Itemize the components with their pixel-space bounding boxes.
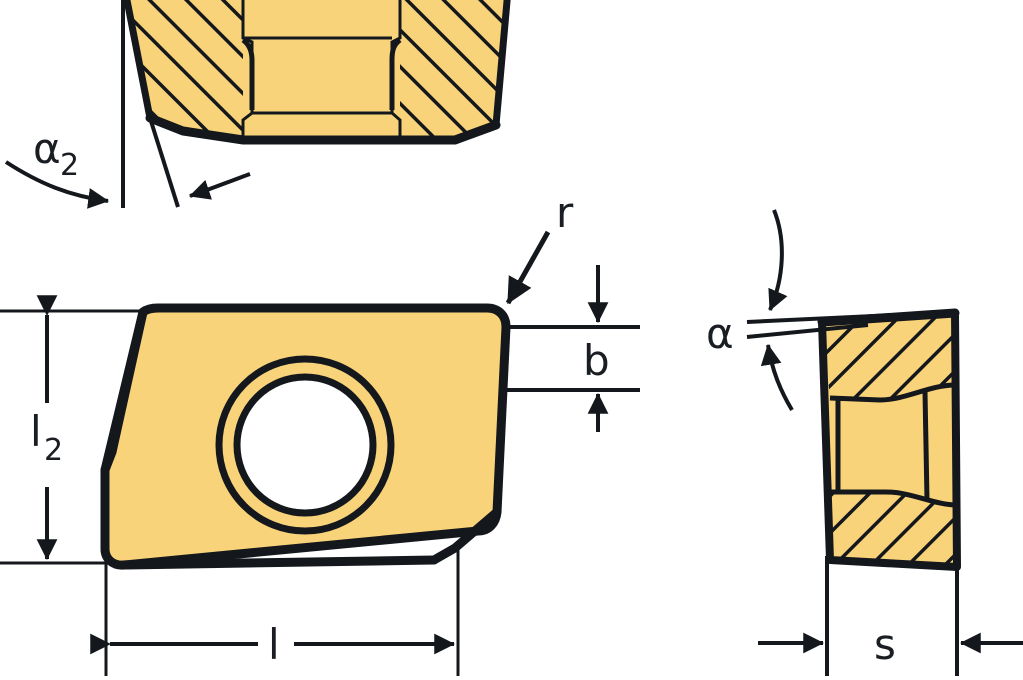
plan-view-bottom-right-chamfer <box>429 507 502 565</box>
plan-view-bottom-edge <box>119 555 439 570</box>
l-label: l <box>268 620 280 669</box>
s-dimension: s <box>758 556 1023 676</box>
b-label: b <box>583 336 610 385</box>
l-dimension: l <box>90 548 460 676</box>
s-label: s <box>874 620 896 669</box>
alpha2-dimension-label: α 2 <box>33 124 79 183</box>
side-section-hatch-top <box>822 313 955 400</box>
alpha2-subscript: 2 <box>60 148 79 183</box>
top-section-bore-pocket <box>241 0 402 142</box>
side-section-hatch-bottom <box>830 492 957 567</box>
r-label: r <box>556 188 574 237</box>
top-section-hatch-right <box>400 0 508 140</box>
top-section-bore-wall-right <box>389 37 402 110</box>
l2-dimension: l 2 <box>0 295 152 565</box>
alpha2-leader-arrow-left <box>4 160 110 209</box>
alpha2-leader-arrow-right <box>189 172 251 200</box>
r-leader-arrow <box>505 230 551 305</box>
side-section-bore-top-edge <box>829 382 956 403</box>
side-section-view: α s <box>706 209 1023 676</box>
alpha-leader-arrow-bottom <box>760 343 794 412</box>
top-section-hatch-left <box>125 0 243 140</box>
r-dimension: r <box>505 188 574 305</box>
alpha2-symbol: α <box>33 124 61 173</box>
plan-view: l 2 l r b <box>0 188 640 676</box>
alpha2-flank-extension-line <box>148 117 180 208</box>
top-section-view: α 2 <box>4 0 511 209</box>
alpha-dimension: α <box>706 209 959 412</box>
b-dimension: b <box>503 265 640 432</box>
side-section-hatching <box>822 313 957 567</box>
side-section-bore-bottom-edge <box>830 489 958 508</box>
alpha-label: α <box>706 309 734 358</box>
alpha-leader-arrow-top <box>768 209 788 311</box>
plan-view-bore-circle <box>233 373 377 517</box>
l2-label-symbol: l <box>30 407 42 456</box>
plan-view-left-flank <box>100 307 148 475</box>
top-section-bore-wall-left <box>241 37 255 110</box>
top-section-bottom-edge <box>145 113 501 145</box>
l2-label-subscript: 2 <box>44 433 63 468</box>
alpha-flank-line <box>746 323 869 339</box>
side-section-inner-rib <box>922 391 930 501</box>
alpha-datum-line <box>746 310 959 324</box>
plan-view-countersink-circle <box>215 355 395 535</box>
